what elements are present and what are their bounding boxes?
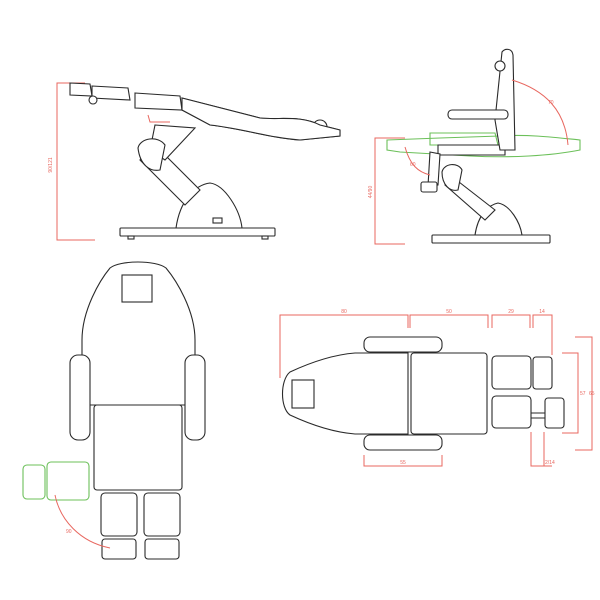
leg-width-label: 57	[580, 391, 586, 397]
joint-cover	[137, 138, 166, 171]
headrest	[494, 60, 506, 72]
legrest-angle-label: 60	[410, 162, 416, 168]
backrest	[281, 352, 409, 435]
foot-offset-dimension-line	[530, 432, 552, 467]
foot	[261, 235, 269, 240]
foot-pad-right	[144, 538, 180, 560]
control-box	[212, 217, 223, 224]
leg-pad-left	[100, 492, 138, 537]
backrest-angle-arc	[511, 79, 569, 146]
dimension-label: 50	[446, 309, 452, 315]
backrest-front	[181, 97, 341, 141]
dimension-label: 14	[539, 309, 545, 315]
leg-width-dimension-line	[562, 352, 579, 434]
rotation-label: 90	[66, 529, 72, 535]
side-view-reclined: 90/121	[48, 82, 341, 241]
dimension-label: 80	[341, 309, 347, 315]
seat	[437, 144, 506, 156]
seat	[410, 352, 488, 435]
armrest-right	[184, 354, 206, 441]
base-plate	[431, 234, 551, 244]
reclined-seat-outline	[429, 132, 499, 146]
height-label: 44/90	[368, 186, 374, 199]
dimension-label: 29	[508, 309, 514, 315]
legrest	[427, 151, 441, 187]
top-view-horizontal: 80 50 29 14 55 57 65 2/14	[279, 309, 595, 467]
height-dimension-line	[56, 82, 95, 241]
backrest	[81, 261, 196, 406]
headrest	[291, 379, 315, 409]
foot	[127, 235, 135, 240]
reclined-position-outline	[386, 134, 581, 158]
total-width-label: 65	[589, 391, 595, 397]
armrest-dimension-line	[363, 455, 443, 467]
height-label: 90/121	[48, 157, 54, 173]
foot-pad-left	[101, 538, 137, 560]
rotated-leg-outline	[46, 461, 90, 501]
top-dimension-lines	[279, 314, 553, 378]
armrest-bottom	[363, 434, 443, 451]
top-view-vertical: 90	[22, 261, 206, 560]
armrest-top	[363, 336, 443, 353]
joint-cover	[441, 164, 463, 191]
headrest	[121, 274, 153, 303]
backrest	[494, 48, 516, 151]
leg-pad-top	[491, 355, 532, 390]
foot-pad-top	[532, 356, 553, 390]
side-view-seated: 44/90 70 60	[368, 48, 581, 245]
knob	[88, 95, 98, 105]
seat-cushion	[134, 92, 183, 111]
rotation-arc	[54, 494, 111, 549]
base-plate	[119, 227, 276, 237]
total-width-dimension-line	[575, 336, 593, 451]
leg-pad-right	[143, 492, 181, 537]
rotated-foot-outline	[22, 464, 46, 500]
backrest-angle-label: 70	[548, 100, 554, 106]
angle-marker	[147, 114, 170, 123]
footrest	[420, 181, 438, 193]
foot-extension	[531, 412, 545, 419]
seat	[93, 404, 183, 491]
legrest-angle-arc	[404, 146, 431, 176]
foot-pad	[69, 82, 93, 97]
leg-pad	[91, 85, 131, 101]
height-dimension-line	[374, 137, 405, 245]
armrest-left	[69, 354, 91, 441]
armrest	[447, 109, 509, 120]
armrest-label: 55	[400, 460, 406, 466]
leg-pad-bottom	[491, 395, 532, 429]
foot-offset-label: 2/14	[545, 460, 555, 466]
foot-pad-bottom	[544, 397, 565, 429]
